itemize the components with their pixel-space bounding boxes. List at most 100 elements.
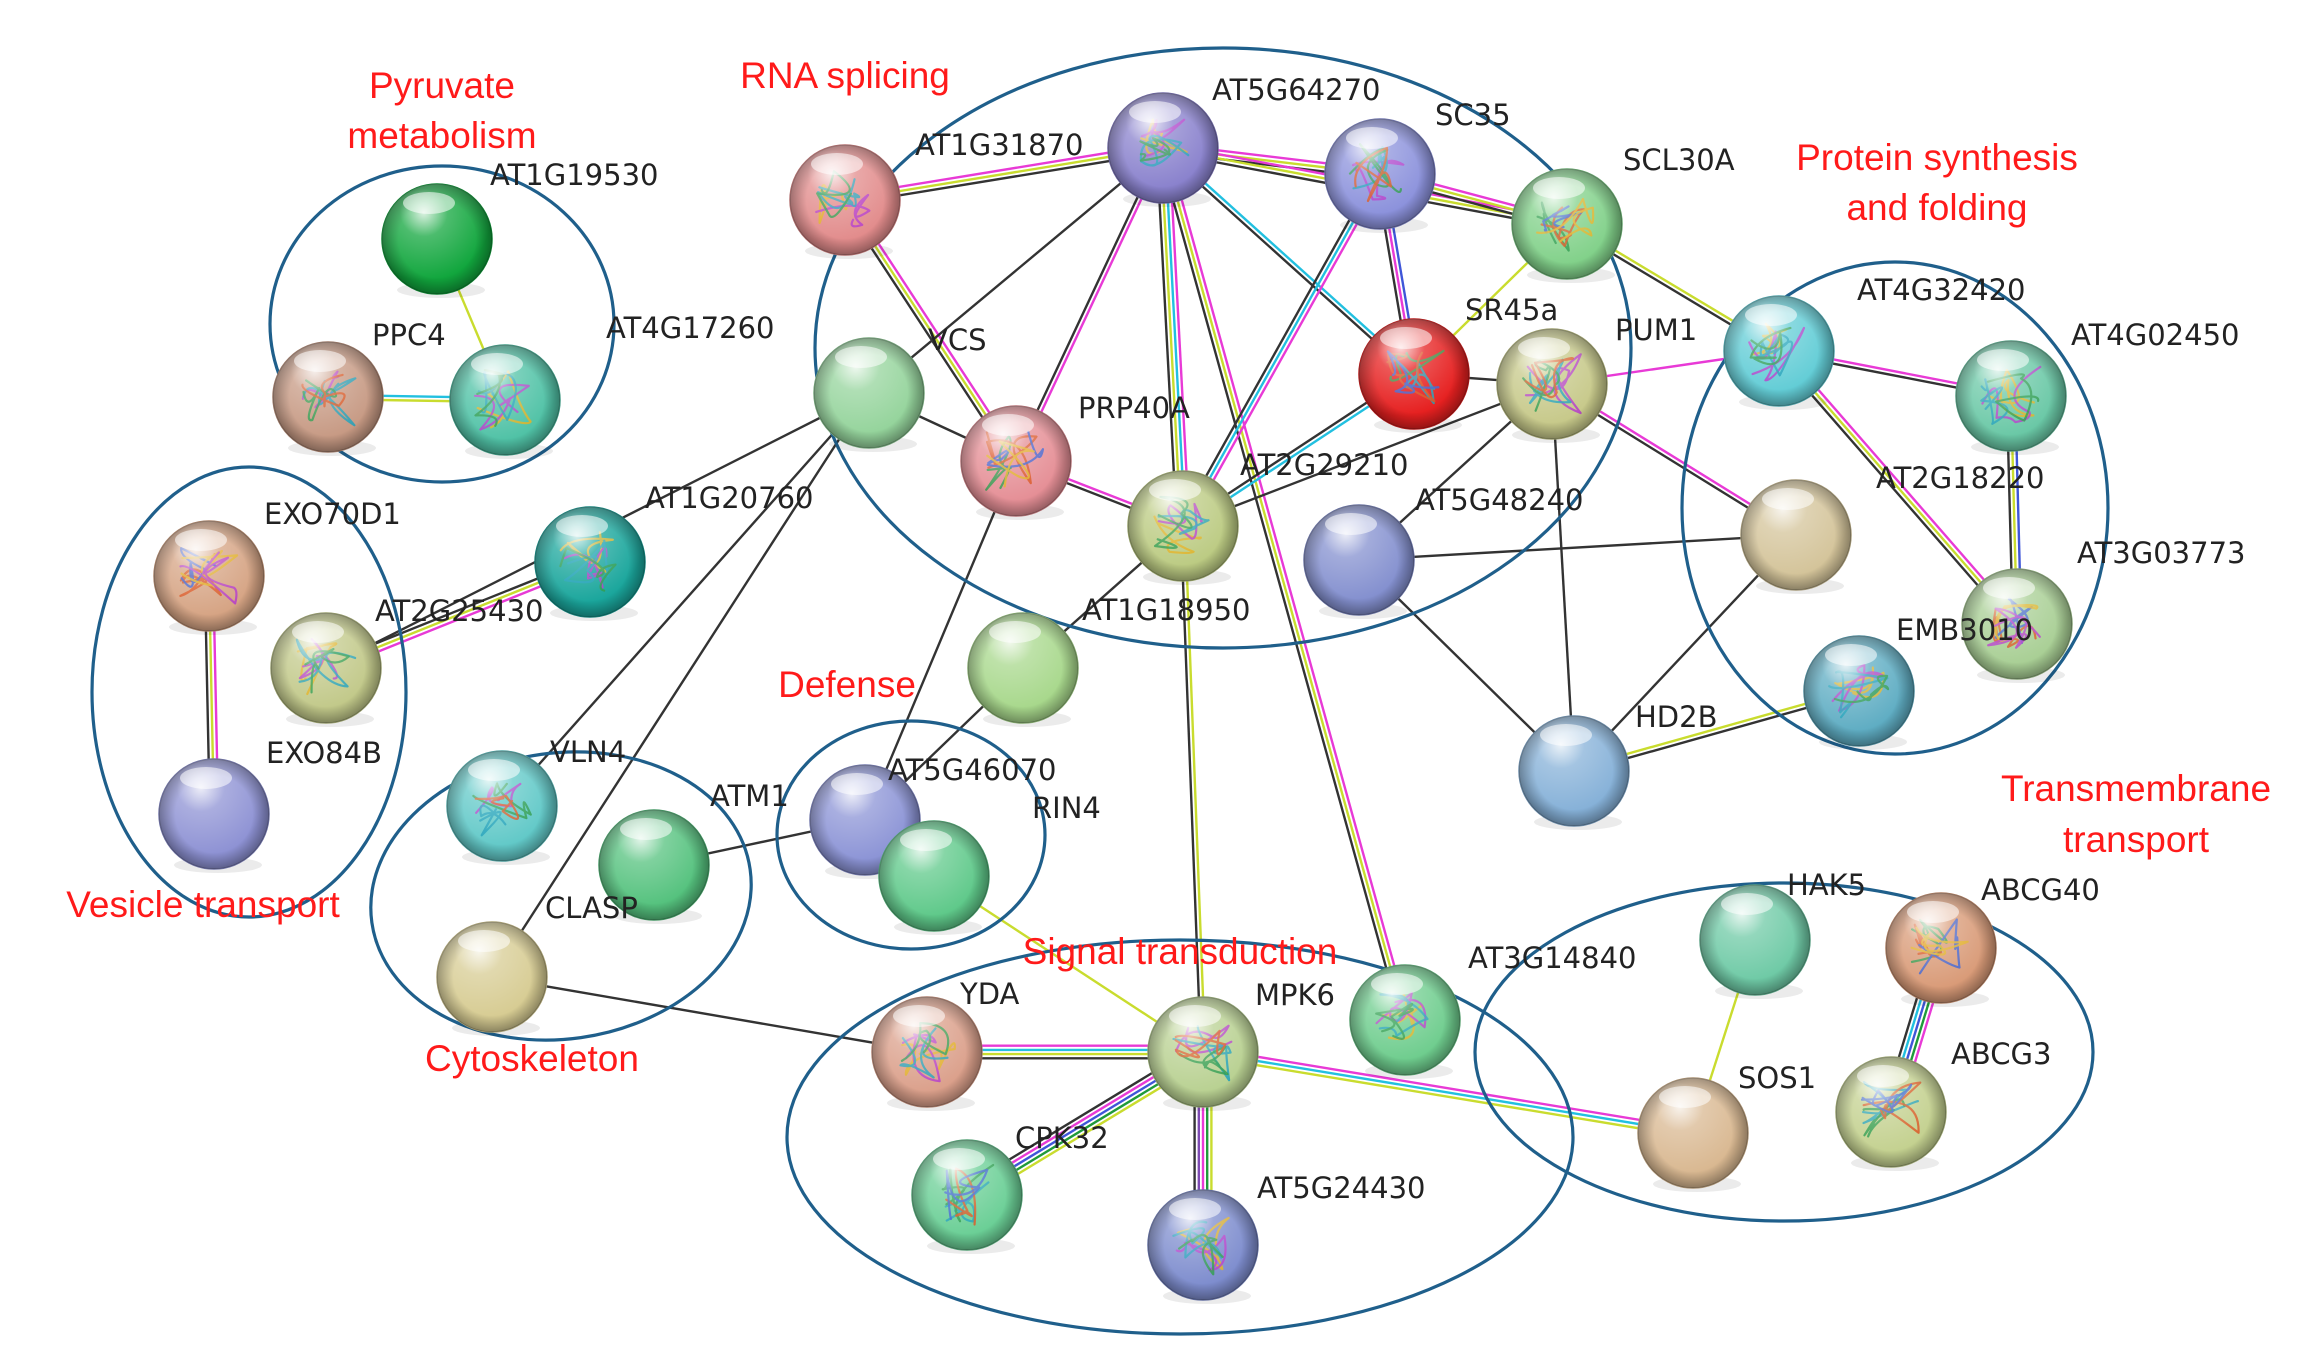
node-abcg3[interactable] [1835,1056,1947,1171]
clusters-layer [90,46,2110,1336]
node-at5g24430[interactable] [1147,1189,1259,1304]
node-highlight [1886,893,1996,1003]
group-label-cyto: Cytoskeleton [425,1038,639,1079]
edge-evidence-black [1155,148,1178,527]
node-gloss [1762,488,1814,510]
node-clasp[interactable] [598,809,710,924]
node-mpk6[interactable] [1147,996,1259,1111]
edge-evidence-black [1179,526,1203,1053]
node-ppc4[interactable] [272,341,384,456]
node-highlight [1519,716,1629,826]
node-label-clasp: CLASP [545,891,638,925]
node-rin4[interactable] [878,820,990,935]
node-label-exo70d1: EXO70D1 [264,497,401,531]
edge-PUM1-AT2G29210 [1182,382,1553,528]
node-highlight [1638,1078,1748,1188]
node-highlight [1741,480,1851,590]
node-label-at2g18220: AT2G18220 [1876,461,2044,495]
cluster-pyruvate [268,164,616,484]
node-gloss [1169,1005,1221,1027]
edge-AT5G64270-AT3G14840 [1157,146,1411,1022]
edge-AT4G32420-EMB3010 [1774,347,2022,628]
node-highlight [1325,119,1435,229]
node-gloss [1371,973,1423,995]
node-highlight [159,759,269,869]
edge-evidence-black [491,975,928,1054]
node-at1g18950[interactable] [967,612,1079,727]
edge-evidence-cyan [1163,145,1417,374]
node-gloss [900,829,952,851]
node-at2g18220[interactable] [1740,479,1852,594]
node-highlight [1962,569,2072,679]
node-gloss [292,621,344,643]
node-gloss [1745,304,1797,326]
node-label-prp40a: PRP40A [1078,391,1190,425]
cluster-cyto [369,750,753,1042]
node-sos1[interactable] [1637,1077,1749,1192]
edge-evidence-yellow [1778,350,2018,625]
node-vln4[interactable] [446,750,558,865]
node-at2g25430[interactable] [270,612,382,727]
edge-evidence-black [1182,382,1553,528]
node-yda[interactable] [871,996,983,1111]
node-exo84b[interactable] [158,758,270,873]
group-label-rna: RNA splicing [740,55,950,96]
node-vcs[interactable] [813,337,925,452]
node-highlight [535,507,645,617]
node-sc35[interactable] [1324,118,1436,233]
edge-evidence-pink [1203,1046,1694,1131]
edge-evidence-black [863,460,1018,821]
node-at5g48240[interactable] [1303,504,1415,619]
node-hak5[interactable] [1699,884,1811,999]
node-highlight [599,810,709,920]
node-at5g64270[interactable] [1107,92,1219,207]
cluster-transmem [1473,881,2095,1223]
edge-evidence-black [1774,352,2015,628]
edge-MPK6-SOS1 [1202,1046,1694,1139]
node-label-abcg3: ABCG3 [1951,1037,2051,1071]
node-at3g03773[interactable] [1803,635,1915,750]
node-label-emb3010: EMB3010 [1896,613,2033,647]
edge-evidence-black [501,392,870,807]
node-label-yda: YDA [959,977,1020,1011]
edge-evidence-yellow [1159,148,1183,527]
node-label-at5g48240: AT5G48240 [1415,483,1583,517]
node-at4g17260[interactable] [449,344,561,459]
node-gloss [893,1005,945,1027]
node-sr45a[interactable] [1358,318,1470,433]
node-at2g29210[interactable] [1127,470,1239,585]
node-highlight [912,1140,1022,1250]
node-at4g02450[interactable] [1955,340,2067,455]
edge-PRP40A-ATM1 [863,460,1018,821]
node-at3g14840[interactable] [1349,964,1461,1079]
node-hd2b[interactable] [1518,715,1630,830]
node-gloss [468,759,520,781]
edge-evidence-black [1550,383,1576,772]
node-pum1[interactable] [1496,328,1608,443]
cluster-protein [1680,260,2110,756]
node-cyto3[interactable] [436,921,548,1036]
node-abcg40[interactable] [1885,892,1997,1007]
node-highlight [1359,319,1469,429]
node-label-mpk6: MPK6 [1255,978,1335,1012]
node-at1g31870[interactable] [789,144,901,259]
node-gloss [1325,513,1377,535]
node-at1g19530[interactable] [381,183,493,298]
node-prp40a[interactable] [960,405,1072,520]
node-scl30a[interactable] [1511,168,1623,283]
node-at1g20760[interactable] [534,506,646,621]
node-highlight [790,145,900,255]
node-gloss [1977,349,2029,371]
node-label-scl30a: SCL30A [1623,143,1735,177]
node-highlight [814,338,924,448]
node-label-sos1: SOS1 [1738,1061,1816,1095]
node-emb3010[interactable] [1961,568,2073,683]
edge-VCS-VLN4 [501,392,870,807]
edge-evidence-pink [1781,347,2022,623]
node-exo70d1[interactable] [153,520,265,635]
edge-evidence-cyan [1181,173,1382,527]
node-highlight [1804,636,1914,746]
node-cpk32[interactable] [911,1139,1023,1254]
node-at4g32420[interactable] [1723,295,1835,410]
